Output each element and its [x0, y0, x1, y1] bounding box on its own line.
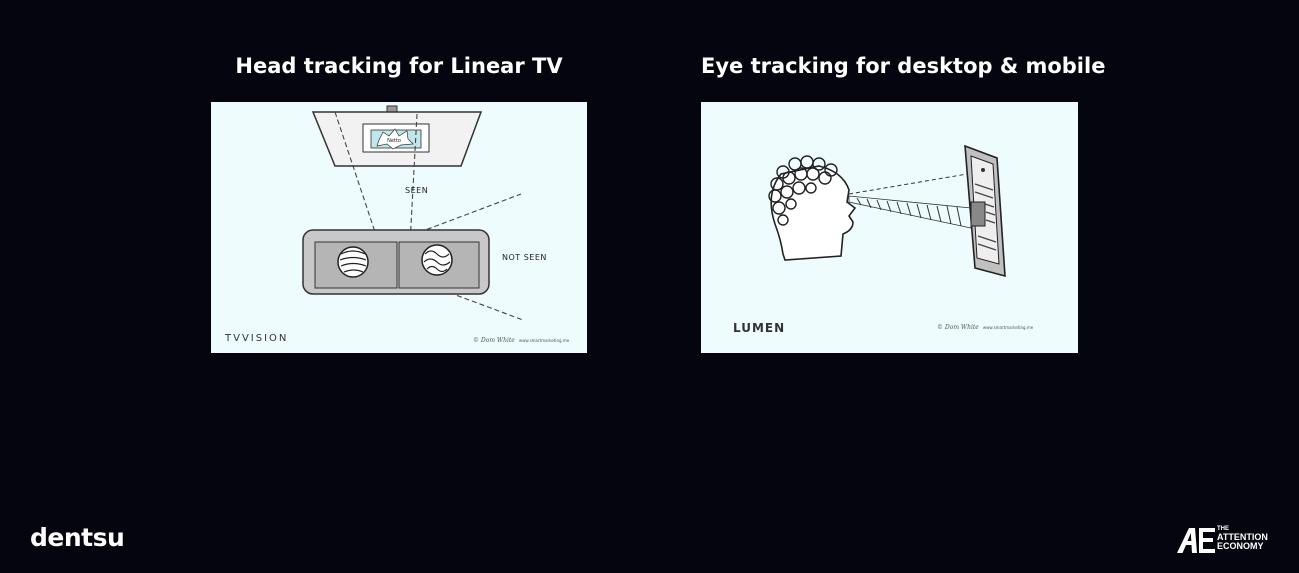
- tvision-logo: TVVISION: [225, 333, 289, 344]
- svg-text:NOT SEEN: NOT SEEN: [502, 253, 547, 262]
- tv-sofa-drawing: Netto SEEN NOT SEEN: [302, 105, 547, 321]
- head-phone-drawing: [768, 144, 1006, 278]
- lumen-logo: LUMEN: [733, 321, 786, 335]
- right-panel-title: Eye tracking for desktop & mobile: [701, 54, 1106, 78]
- dentsu-logo: dentsu: [30, 523, 125, 552]
- viewer-head-icon: [337, 246, 369, 278]
- left-panel-title: Head tracking for Linear TV: [235, 54, 563, 78]
- svg-text:Netto: Netto: [387, 138, 401, 144]
- svg-text:SEEN: SEEN: [405, 186, 428, 195]
- head-tracking-illustration: Netto SEEN NOT SEEN TVVISION © Dom White…: [211, 102, 587, 353]
- ae-mark-icon: [1177, 528, 1215, 553]
